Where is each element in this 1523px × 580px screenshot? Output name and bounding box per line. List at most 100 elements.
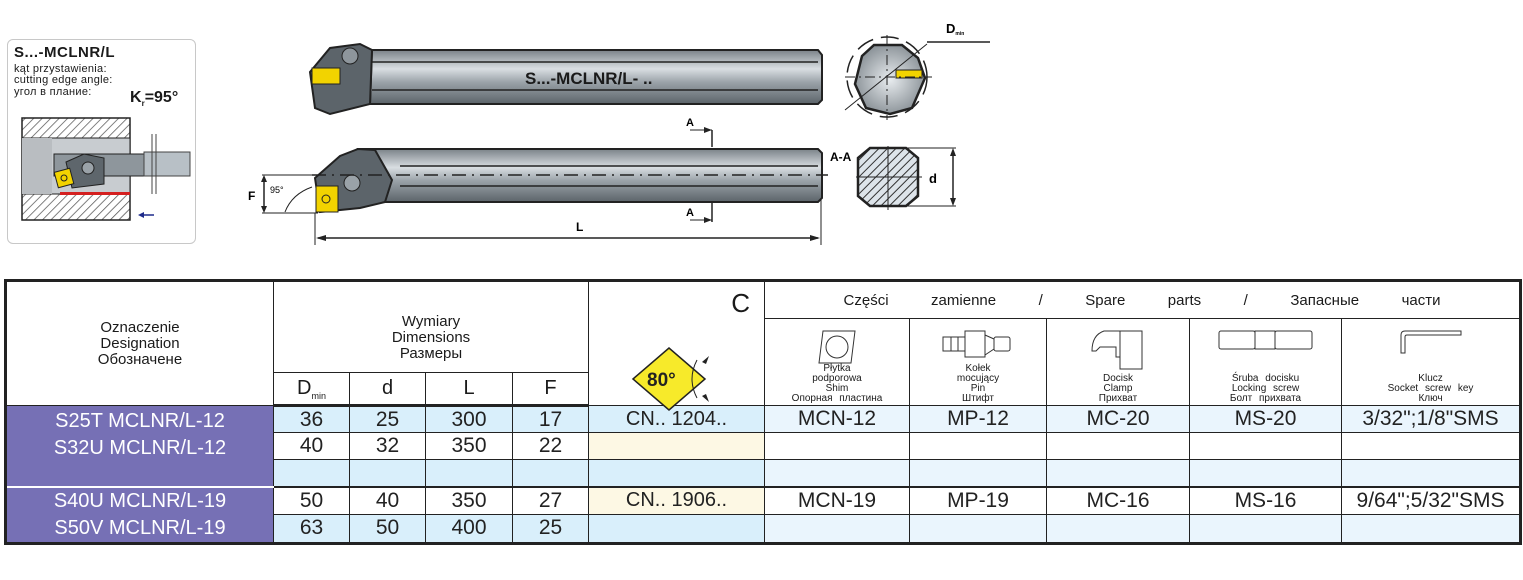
part-shim-ru: Опорная пластина — [791, 393, 883, 404]
insert-angle-label: 80° — [647, 370, 676, 391]
cell-F: 27 — [512, 485, 589, 516]
cell-L: 350 — [425, 485, 513, 516]
dimensions-header-ru: Размеры — [399, 345, 463, 362]
card-line-pl: kąt przystawienia: — [14, 63, 107, 75]
cell-screw-empty — [1189, 459, 1342, 487]
cell-screw-empty — [1189, 514, 1342, 544]
insert-80deg-icon: 80° — [631, 347, 709, 411]
cell-L — [425, 459, 513, 487]
cell-dmin: 36 — [273, 405, 350, 433]
col-header-L: L — [425, 372, 513, 407]
dmin-label: D — [297, 376, 312, 399]
card-line-ru: угол в плание: — [14, 86, 92, 98]
cell-L: 400 — [425, 514, 513, 544]
cell-insert-empty — [588, 514, 765, 544]
pin-icon — [942, 330, 1011, 358]
designation-header-pl: Oznaczenie — [100, 318, 180, 336]
cell-d: 32 — [349, 432, 426, 460]
cell-insert: CN.. 1906.. — [588, 485, 765, 516]
cell-shim-empty — [764, 459, 910, 487]
cell-key-empty — [1340, 432, 1522, 460]
cell-shim-empty — [764, 514, 910, 544]
cell-pin-empty — [909, 514, 1047, 544]
cell-d — [349, 459, 426, 487]
table-row — [6, 459, 1522, 487]
kr-sub: r — [141, 99, 145, 109]
cell-L: 300 — [425, 405, 513, 433]
designation-header-ru: Обозначене — [97, 350, 183, 368]
dmin-sub-label: min — [311, 390, 326, 401]
end-view — [844, 35, 990, 120]
part-screw-en: Locking screw — [1231, 383, 1300, 394]
section-marker-top: A — [686, 117, 694, 129]
section-label: A-A — [830, 150, 852, 164]
designation-s32u: S32U MCLNR/L-12 — [53, 437, 227, 459]
locking-screw-icon — [1218, 330, 1312, 350]
kr-value: =95° — [144, 89, 179, 106]
cell-clamp-empty — [1046, 459, 1190, 487]
part-hex-key: Klucz Socket screw key Ключ — [1340, 318, 1522, 406]
boring-illustration-icon — [21, 117, 191, 221]
cell-shim-empty — [764, 432, 910, 460]
cell-F — [512, 459, 589, 487]
dim-F-label: F — [248, 189, 255, 203]
cell-pin: MP-19 — [909, 485, 1047, 516]
part-clamp: Docisk Clamp Прихват — [1046, 318, 1190, 406]
tool-label: S...-MCLNR/L- .. — [525, 69, 652, 88]
cell-shim: MCN-12 — [764, 405, 910, 433]
cell-pin: MP-12 — [909, 405, 1047, 433]
designation-cell: S40U MCLNR/L-19 S50V MCLNR/L-19 — [5, 485, 274, 544]
part-shim: Płytka podporowa Shim Опорная пластина — [764, 318, 910, 406]
col-header-dmin: Dmin — [273, 372, 350, 407]
cell-dmin: 50 — [273, 485, 350, 516]
cell-insert-empty — [588, 459, 765, 487]
cell-F: 25 — [512, 514, 589, 544]
cell-key-empty — [1340, 514, 1522, 544]
cell-key: 3/32";1/8"SMS — [1340, 405, 1522, 433]
dim-angle-label: 95° — [270, 185, 284, 195]
part-clamp-ru: Прихват — [1098, 393, 1138, 404]
part-locking-screw: Śruba docisku Locking screw Болт прихват… — [1189, 318, 1342, 406]
kr-symbol: K — [130, 89, 142, 106]
table-row: 40 32 350 22 — [6, 432, 1522, 460]
hex-key-icon — [1400, 330, 1462, 354]
part-pin-pl: Kołek — [965, 363, 991, 374]
table-row: S25T MCLNR/L-12 S32U MCLNR/L-12 36 25 30… — [5, 405, 1522, 487]
part-shim-pl2: podporowa — [812, 373, 862, 384]
part-pin: Kołek mocujący Pin Штифт — [909, 318, 1047, 406]
cell-clamp: MC-20 — [1046, 405, 1190, 433]
tool-info-card: S...-MCLNR/L kąt przystawienia: cutting … — [7, 39, 196, 244]
part-shim-en: Shim — [825, 383, 849, 394]
designation-header-en: Designation — [100, 334, 180, 352]
dmin-sub: min — [955, 31, 964, 37]
part-pin-pl2: mocujący — [956, 373, 1000, 384]
cell-screw-empty — [1189, 432, 1342, 460]
col-header-d: d — [349, 372, 426, 407]
section-marker-bottom: A — [686, 207, 694, 219]
cell-d: 40 — [349, 485, 426, 516]
cell-screw: MS-20 — [1189, 405, 1342, 433]
part-screw-ru: Болт прихвата — [1229, 393, 1302, 404]
dimensions-header-en: Dimensions — [391, 329, 471, 346]
dim-L-label: L — [576, 220, 583, 234]
tool-top-view — [308, 42, 823, 116]
tool-drawing: S...-MCLNR/L- .. F 95° L A A Dmin — [248, 21, 990, 245]
card-title: S...-MCLNR/L — [14, 44, 115, 61]
part-pin-ru: Штифт — [962, 393, 994, 404]
tool-side-view — [312, 147, 828, 214]
cell-d: 50 — [349, 514, 426, 544]
dimensions-header: Wymiary Dimensions Размеры — [273, 280, 589, 373]
table-row: 63 50 400 25 — [6, 514, 1522, 544]
designation-s40u: S40U MCLNR/L-19 — [53, 489, 227, 512]
cell-clamp-empty — [1046, 432, 1190, 460]
cell-dmin: 40 — [273, 432, 350, 460]
part-key-en: Socket screw key — [1387, 383, 1474, 394]
cell-insert-empty — [588, 432, 765, 460]
spare-parts-header: Części zamienne / Spare parts / Запасные… — [763, 280, 1522, 319]
insert-type-letter: C — [731, 288, 750, 318]
part-key-ru: Ключ — [1418, 393, 1443, 404]
cell-pin-empty — [909, 432, 1047, 460]
table-row: S40U MCLNR/L-19 S50V MCLNR/L-19 50 40 35… — [5, 485, 1522, 544]
part-shim-pl: Płytka — [823, 363, 851, 374]
part-clamp-pl: Docisk — [1102, 373, 1133, 384]
